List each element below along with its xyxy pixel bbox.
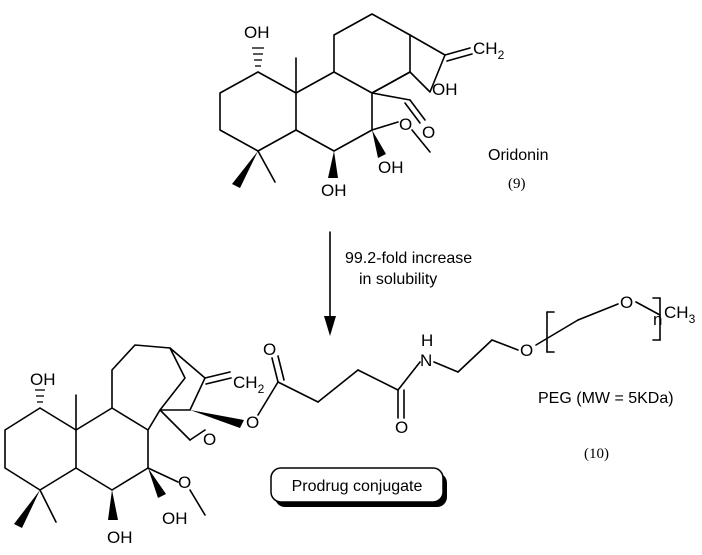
gem-methyl-wedge-b <box>14 490 40 528</box>
methylene-bond <box>444 47 471 56</box>
atom-o-methoxy: O <box>399 115 412 134</box>
ring-a-bonds-b <box>4 407 77 491</box>
linker-bond-2 <box>277 381 319 403</box>
ester-carbonyl-2 <box>277 355 285 381</box>
atom-oh-c: OH <box>378 158 404 177</box>
carbonyl-bond <box>409 99 426 121</box>
oridonin-structure: OH CH2 OH O O OH OH <box>219 13 505 200</box>
oh-wedge-b1 <box>108 490 118 520</box>
ring-b-bonds-b <box>75 407 149 491</box>
atom-oh-b: OH <box>321 181 347 200</box>
oh-wedge-1 <box>328 151 338 178</box>
cage-bonds <box>409 34 446 93</box>
ester-carbonyl <box>271 357 279 383</box>
linker-bond-6 <box>433 361 459 373</box>
peg-mw-label: PEG (MW = 5KDa) <box>538 390 674 407</box>
linker-bond-5 <box>397 361 421 391</box>
methylene-bond-2 <box>446 53 473 62</box>
methoxy-bond <box>371 121 399 131</box>
methoxy-methyl-b <box>189 489 206 516</box>
gem-methyl-b <box>39 489 57 523</box>
ring-c-bonds-b <box>111 344 186 431</box>
ring-b-bonds <box>295 71 373 152</box>
atom-o-peg2: O <box>620 293 633 312</box>
prodrug-badge: Prodrug conjugate <box>270 467 447 507</box>
carbonyl-bond-2 <box>404 102 421 124</box>
methoxy-methyl <box>411 129 431 153</box>
atom-nh-h: H <box>421 331 433 350</box>
cage-bonds-b <box>159 347 206 411</box>
ring-c-bonds <box>333 13 411 94</box>
atom-o-peg1: O <box>520 341 533 360</box>
oh-wedge-b2 <box>148 468 166 498</box>
cage-bridge <box>371 71 411 94</box>
atom-o-carbonyl: O <box>422 123 435 142</box>
ester-wedge <box>190 410 244 428</box>
peg-bond-3 <box>635 301 661 316</box>
atom-nh-n: N <box>420 351 432 370</box>
atom-ch2: CH2 <box>473 39 505 62</box>
atom-o-methoxy-b: O <box>178 473 191 492</box>
linker-bond-4 <box>357 369 399 391</box>
methylene-bond-b <box>204 371 231 379</box>
compound-number-10: (10) <box>584 446 609 462</box>
atom-ch2-b: CH2 <box>233 373 265 396</box>
linker-bond-3 <box>317 369 359 403</box>
linker-bond-7 <box>457 339 493 373</box>
linker-bond-8 <box>491 339 519 351</box>
atom-oh-acid: OH <box>432 80 458 99</box>
atom-oh-b-b: OH <box>107 528 133 547</box>
conjugate-structure: OH CH2 O O OH OH O O O H N O O n CH3 <box>4 293 696 547</box>
lactone-bond <box>159 409 191 441</box>
atom-o-ester-carbonyl: O <box>263 340 276 359</box>
atom-o-ester-link: O <box>246 413 259 432</box>
reaction-condition-line1: 99.2-fold increase <box>345 250 472 267</box>
atom-oh-c-b: OH <box>162 509 188 528</box>
ring-a-bonds <box>219 71 297 152</box>
linker-bond-1 <box>257 381 279 416</box>
methylene-bond-b2 <box>205 377 232 385</box>
gem-methyl <box>257 150 276 183</box>
atom-ch3: CH3 <box>664 303 696 326</box>
oh-wedge-2 <box>372 130 386 158</box>
acid-bond <box>371 92 411 101</box>
compound-name-label: Oridonin <box>488 147 548 164</box>
hashed-bond-oh <box>252 47 264 67</box>
atom-n-subscript: n <box>653 310 662 329</box>
atom-oh-top: OH <box>244 23 270 42</box>
prodrug-badge-label: Prodrug conjugate <box>292 478 423 495</box>
peg-bond-1 <box>535 319 579 346</box>
methoxy-bond-b <box>147 467 179 483</box>
peg-bond-2 <box>577 303 619 321</box>
gem-methyl-wedge <box>232 151 258 188</box>
lactone-carbonyl <box>189 429 206 441</box>
atom-o-amide: O <box>395 418 408 437</box>
reaction-condition-line2: in solubility <box>359 271 437 288</box>
atom-oh-top-b: OH <box>30 370 56 389</box>
hashed-bond-oh-b <box>35 389 45 403</box>
reaction-arrow <box>324 231 336 336</box>
compound-number-9: (9) <box>508 176 526 192</box>
atom-o-lactone: O <box>203 430 216 449</box>
